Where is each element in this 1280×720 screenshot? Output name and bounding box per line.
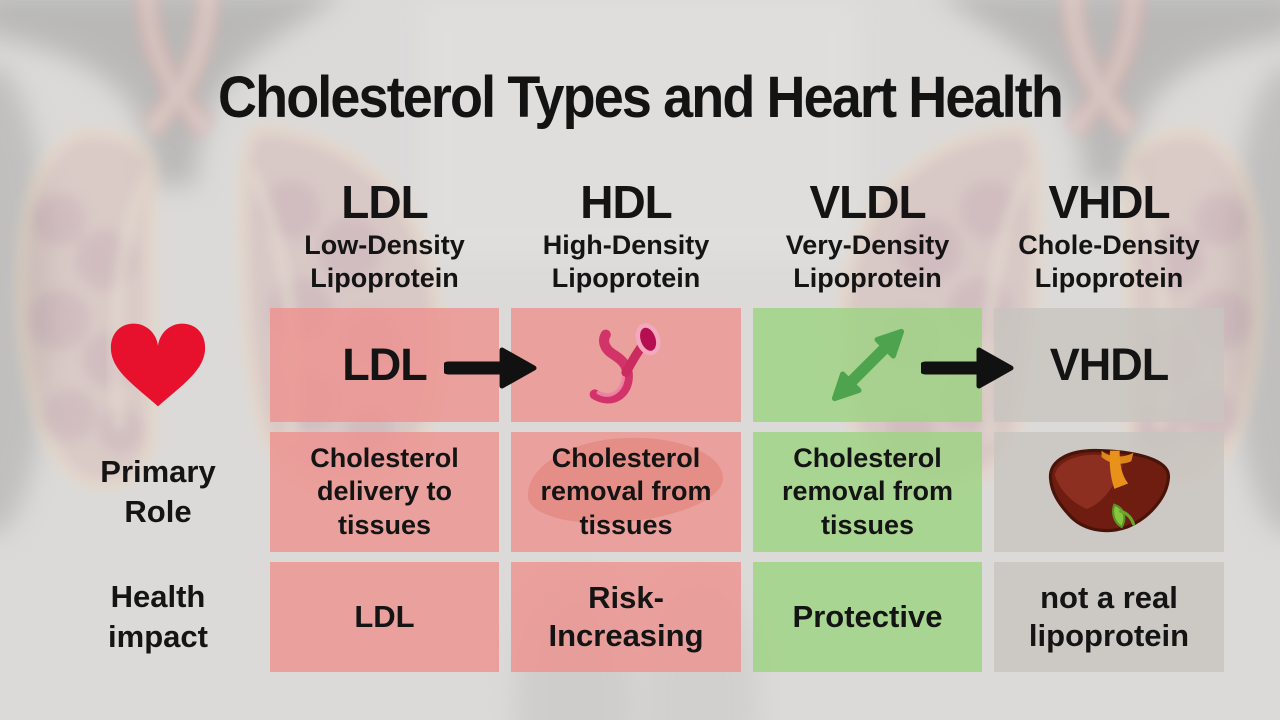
column-abbr: LDL bbox=[341, 176, 428, 228]
flow-vhdl-text: VHDL bbox=[1049, 339, 1169, 390]
cell-text: LDL bbox=[354, 599, 415, 635]
cell-flow-vhdl: VHDL bbox=[994, 308, 1224, 422]
cell-flow-artery bbox=[511, 308, 741, 422]
blood-vessel-icon bbox=[589, 323, 661, 404]
row-label-text: Health impact bbox=[108, 579, 208, 654]
cell-text: Cholesterol removal from tissues bbox=[540, 442, 712, 540]
liver-icon bbox=[1049, 449, 1171, 533]
heart-icon bbox=[110, 323, 206, 407]
column-subtitle: Low-Density Lipoprotein bbox=[304, 230, 465, 293]
right-arrow-icon bbox=[921, 347, 1014, 389]
cell-text: Cholesterol delivery to tissues bbox=[310, 442, 459, 540]
cell-health-impact-vldl: Protective bbox=[753, 562, 982, 672]
column-subtitle: Very-Density Lipoprotein bbox=[785, 230, 950, 293]
cell-primary-role-vhdl bbox=[994, 432, 1224, 552]
column-abbr: VHDL bbox=[1048, 176, 1170, 228]
cholesterol-comparison-table: LDL Low-Density Lipoprotein HDL High-Den… bbox=[58, 178, 1224, 672]
row-label-heart bbox=[58, 308, 258, 422]
cell-health-impact-hdl: Risk-Increasing bbox=[511, 562, 741, 672]
column-abbr: VLDL bbox=[809, 176, 926, 228]
table-corner-spacer bbox=[58, 178, 258, 298]
cell-primary-role-hdl: Cholesterol removal from tissues bbox=[511, 432, 741, 552]
cell-health-impact-ldl: LDL bbox=[270, 562, 499, 672]
cell-text: not a real lipoprotein bbox=[1028, 580, 1190, 653]
cell-text: Risk-Increasing bbox=[548, 580, 704, 653]
column-subtitle: High-Density Lipoprotein bbox=[542, 230, 710, 293]
flow-ldl-text: LDL bbox=[342, 339, 427, 390]
slide-title: Cholesterol Types and Heart Health bbox=[218, 65, 1064, 130]
cell-primary-role-ldl: Cholesterol delivery to tissues bbox=[270, 432, 499, 552]
cell-text: Protective bbox=[792, 599, 943, 635]
column-header-vhdl: VHDL Chole-Density Lipoprotein bbox=[994, 178, 1224, 298]
row-label-text: Primary Role bbox=[100, 454, 216, 529]
cell-text: Cholesterol removal from tissues bbox=[781, 442, 954, 540]
column-header-hdl: HDL High-Density Lipoprotein bbox=[511, 178, 741, 298]
diagonal-double-arrow-icon bbox=[831, 328, 904, 402]
column-header-ldl: LDL Low-Density Lipoprotein bbox=[270, 178, 499, 298]
cell-health-impact-vhdl: not a real lipoprotein bbox=[994, 562, 1224, 672]
row-label-primary-role: Primary Role bbox=[58, 432, 258, 552]
row-label-health-impact: Health impact bbox=[58, 562, 258, 672]
cell-primary-role-vldl: Cholesterol removal from tissues bbox=[753, 432, 982, 552]
right-arrow-icon bbox=[444, 347, 537, 389]
column-header-vldl: VLDL Very-Density Lipoprotein bbox=[753, 178, 982, 298]
column-abbr: HDL bbox=[580, 176, 673, 228]
column-subtitle: Chole-Density Lipoprotein bbox=[1018, 230, 1200, 293]
